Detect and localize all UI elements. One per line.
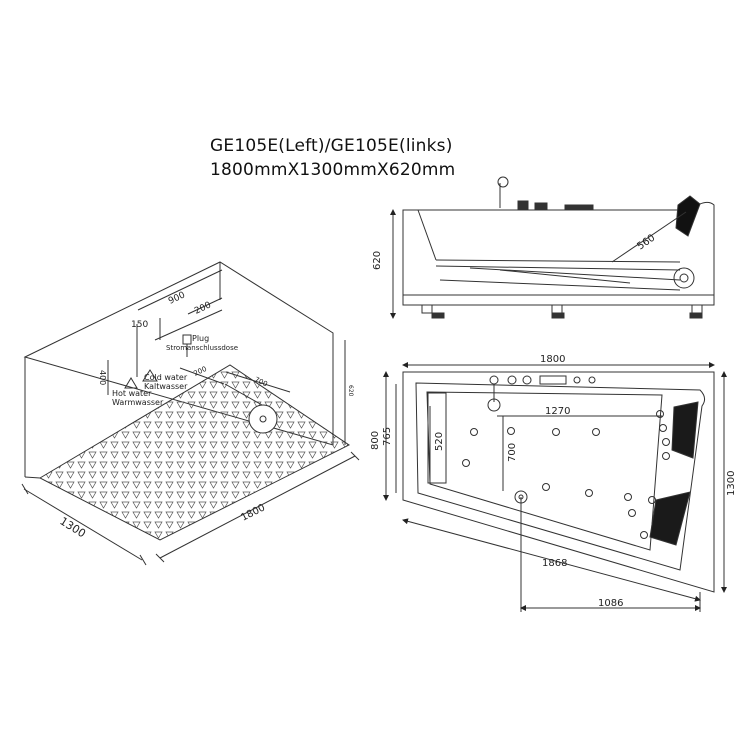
dim-1800-room: 1800 — [239, 502, 267, 523]
side-labels: 620 560 — [372, 232, 657, 270]
dim-1086: 1086 — [598, 598, 623, 609]
dim-700-top: 700 — [507, 443, 518, 462]
hot-water-warning-icon — [124, 377, 138, 389]
headrest-upper — [671, 401, 699, 459]
side-elevation-view — [390, 176, 715, 319]
dim-400: 400 — [98, 370, 107, 385]
dim-1270: 1270 — [545, 406, 570, 417]
floor-tile-area — [38, 364, 350, 541]
top-labels: 1800 1270 800 765 520 700 1300 1868 1086 — [370, 354, 737, 609]
top-plan-view — [383, 362, 727, 612]
hot-water-label: Hot water — [112, 389, 152, 398]
room-perspective-view — [21, 261, 360, 566]
tub-outer-outline — [402, 371, 715, 593]
top-faucet-icon — [487, 398, 501, 412]
dim-520: 520 — [434, 432, 445, 451]
model-title: GE105E(Left)/GE105E(links) — [210, 136, 453, 156]
dim-560: 560 — [635, 232, 657, 252]
dim-620-room: 620 — [347, 385, 354, 397]
dimensions-title: 1800mmX1300mmX620mm — [210, 160, 456, 180]
cold-water-warning-icon — [142, 369, 158, 382]
cold-water-label-de: Kaltwasser — [144, 382, 188, 391]
side-headrest — [675, 195, 701, 237]
dim-200: 200 — [193, 300, 213, 316]
room-labels: 900 200 150 400 620 200 700 1300 1800 Pl… — [57, 290, 354, 540]
plug-socket-icon — [182, 334, 192, 345]
dim-1800-top: 1800 — [540, 354, 565, 365]
hot-water-label-de: Warmwasser — [112, 398, 164, 407]
side-faucet-icon — [497, 176, 509, 188]
cold-water-label: Cold water — [144, 373, 188, 382]
drain-outlet-icon — [248, 404, 278, 434]
dim-620-side: 620 — [372, 251, 383, 270]
dim-150: 150 — [131, 320, 148, 330]
plug-label: Plug — [192, 334, 209, 343]
pump-icon — [673, 267, 695, 289]
dim-900: 900 — [167, 290, 187, 306]
plug-label-de: Stromanschlussdose — [166, 344, 238, 352]
dim-1300-top: 1300 — [726, 471, 737, 496]
dim-800: 800 — [370, 431, 381, 450]
dim-1868: 1868 — [542, 558, 567, 569]
tub-inner-outline — [415, 382, 706, 571]
dim-line-1800 — [159, 455, 356, 559]
dim-line-1300 — [23, 488, 143, 561]
dim-765: 765 — [382, 427, 393, 446]
